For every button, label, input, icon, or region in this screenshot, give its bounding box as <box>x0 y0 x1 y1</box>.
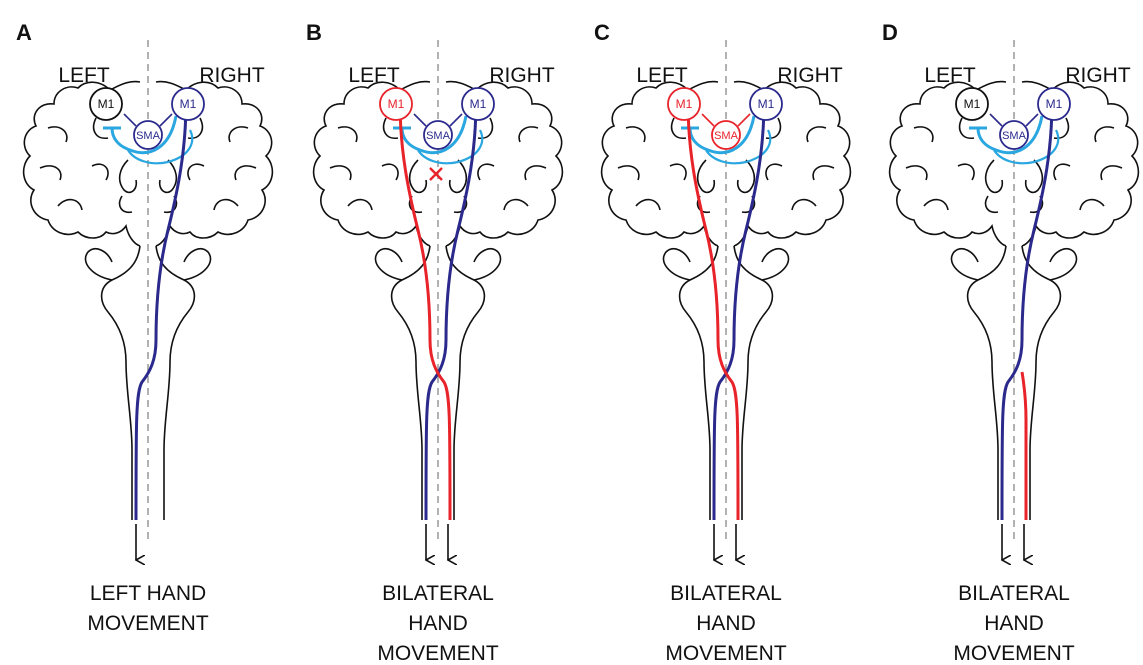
right-m1-label: M1 <box>758 97 775 111</box>
right-m1-label: M1 <box>1046 97 1063 111</box>
right-gyri <box>766 118 834 210</box>
panel-letter: D <box>882 20 898 45</box>
right-m1-label: M1 <box>180 97 197 111</box>
sma-to-left-m1-arrow <box>702 114 714 126</box>
caption-line: LEFT HAND <box>90 582 206 605</box>
brainstem-left-outline <box>392 246 430 520</box>
left-gyri <box>330 118 398 210</box>
left-gyri <box>618 118 686 210</box>
caption-line: BILATERAL <box>382 582 494 605</box>
caption-line: BILATERAL <box>958 582 1070 605</box>
right-gyri <box>478 118 546 210</box>
brainstem-right-outline <box>156 246 194 520</box>
left-m1-label: M1 <box>676 97 693 111</box>
sma-to-left-m1-arrow <box>414 114 426 126</box>
cerebellum-outline <box>375 249 500 280</box>
sma-to-left-m1-arrow <box>990 114 1002 126</box>
right-m1-label: M1 <box>470 97 487 111</box>
brainstem-left-outline <box>968 246 1006 520</box>
caption-line: MOVEMENT <box>87 612 209 635</box>
cerebellum-outline <box>663 249 788 280</box>
sma-to-right-m1-arrow <box>450 114 462 126</box>
sma-label: SMA <box>136 130 161 142</box>
tract-right-crossing <box>136 102 186 520</box>
right-gyri <box>188 118 256 210</box>
cerebellum-outline <box>85 249 210 280</box>
panel-letter: C <box>594 20 610 45</box>
sma-label: SMA <box>1002 130 1027 142</box>
brainstem-right-outline <box>734 246 772 520</box>
tract-right-uncrossed-branch <box>1022 372 1026 520</box>
left-m1-label: M1 <box>964 97 981 111</box>
panel-letter: A <box>16 20 32 45</box>
left-gyri <box>40 118 108 210</box>
sma-label: SMA <box>426 130 451 142</box>
left-gyri <box>906 118 974 210</box>
left-m1-label: M1 <box>388 97 405 111</box>
brainstem-right-outline <box>1022 246 1060 520</box>
cerebellum-outline <box>951 249 1076 280</box>
sma-label: SMA <box>714 130 739 142</box>
caption-line: HAND <box>696 612 756 635</box>
brainstem-left-outline <box>680 246 718 520</box>
sma-to-left-m1-arrow <box>124 114 136 126</box>
caption-line: MOVEMENT <box>953 642 1075 665</box>
caption-line: BILATERAL <box>670 582 782 605</box>
brainstem-right-outline <box>446 246 484 520</box>
right-gyri <box>1054 118 1122 210</box>
caption-line: HAND <box>408 612 468 635</box>
caption-line: MOVEMENT <box>665 642 787 665</box>
caption-line: HAND <box>984 612 1044 635</box>
cross-mark-icon <box>430 168 442 180</box>
panel-letter: B <box>306 20 322 45</box>
sma-to-right-m1-arrow <box>1026 114 1038 126</box>
sma-to-right-m1-arrow <box>160 114 172 126</box>
sma-to-right-m1-arrow <box>738 114 750 126</box>
brainstem-left-outline <box>102 246 140 520</box>
left-m1-label: M1 <box>98 97 115 111</box>
caption-line: MOVEMENT <box>377 642 499 665</box>
